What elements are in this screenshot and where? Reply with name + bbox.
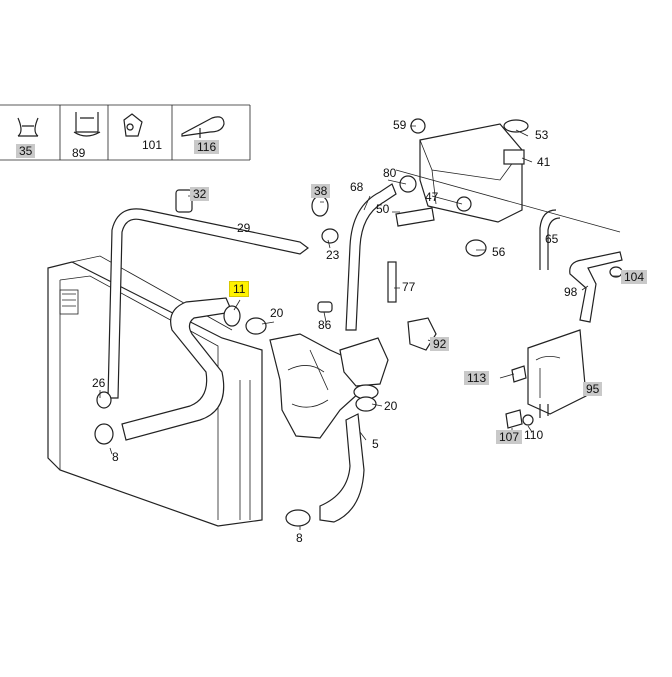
expansion-tank (395, 119, 621, 233)
hose-98 (569, 251, 623, 323)
legend-number-116: 116 (194, 140, 220, 154)
callout-113: 113 (464, 371, 490, 385)
hose-65 (539, 209, 557, 270)
callout-80: 80 (383, 166, 397, 180)
clamp-8-left (94, 423, 114, 445)
callout-92: 92 (430, 337, 450, 351)
double-clip-icon (73, 112, 101, 137)
cable-tie-clip-icon (181, 116, 225, 138)
callout-41: 41 (537, 155, 551, 169)
cap-53 (503, 119, 529, 133)
legend-number-89: 89 (72, 146, 86, 160)
callout-38: 38 (311, 184, 331, 198)
clamp-8-bottom (285, 509, 311, 527)
callout-20-upper: 20 (270, 306, 284, 320)
legend-grid (0, 104, 251, 161)
callout-11-highlighted: 11 (229, 281, 250, 297)
cap-86 (317, 301, 333, 313)
callout-59: 59 (393, 118, 407, 132)
callout-8-left: 8 (112, 450, 119, 464)
callout-65: 65 (545, 232, 559, 246)
clamp-80 (399, 175, 417, 193)
callout-56: 56 (492, 245, 506, 259)
hose-68 (345, 183, 397, 331)
clamp-11 (223, 305, 241, 327)
callout-50: 50 (376, 202, 390, 216)
clamp-20-lower (355, 396, 377, 412)
bracket-32 (175, 189, 193, 213)
bolt-113 (511, 365, 527, 383)
bracket-clip-icon (123, 113, 143, 137)
clamp-23 (321, 228, 339, 244)
callout-104: 104 (621, 270, 648, 284)
callout-8-bottom: 8 (296, 531, 303, 545)
grommet-38 (311, 195, 329, 217)
callout-47: 47 (425, 190, 439, 204)
callout-95: 95 (583, 382, 603, 396)
nut-107 (505, 409, 523, 429)
clamp-47 (456, 196, 472, 212)
callout-20-lower: 20 (384, 399, 398, 413)
hose-clip-icon (17, 117, 39, 137)
callout-86: 86 (318, 318, 332, 332)
reservoir-95 (527, 329, 587, 415)
grommet-56 (465, 239, 487, 257)
hose-11 (121, 297, 233, 441)
washer-110 (522, 414, 534, 426)
legend-number-35: 35 (16, 144, 36, 158)
clamp-26 (96, 391, 112, 409)
clamp-20-upper (245, 317, 267, 335)
callout-98: 98 (564, 285, 578, 299)
callout-110: 110 (524, 428, 544, 442)
thermostat-housing (269, 333, 389, 439)
sensor-50 (395, 207, 435, 227)
hose-29 (107, 208, 309, 399)
callout-29: 29 (237, 221, 251, 235)
tube-77 (387, 261, 397, 303)
callout-53: 53 (535, 128, 549, 142)
legend-number-101: 101 (142, 138, 163, 152)
callout-26: 26 (92, 376, 106, 390)
callout-5: 5 (372, 437, 379, 451)
callout-23: 23 (326, 248, 340, 262)
callout-68: 68 (350, 180, 364, 194)
callout-32: 32 (190, 187, 210, 201)
callout-107: 107 (496, 430, 523, 444)
hose-5 (319, 413, 365, 523)
callout-77: 77 (402, 280, 416, 294)
